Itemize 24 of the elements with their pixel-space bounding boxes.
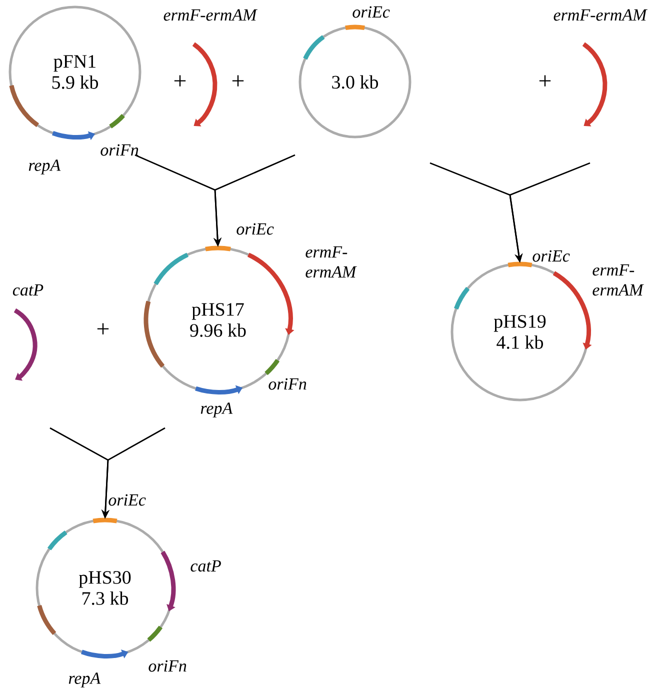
gene-label: repA (28, 160, 61, 174)
gene-label: oriFn (148, 660, 186, 672)
node-label: ermF-ermAM (164, 9, 258, 21)
gene-fragment: catP (12, 284, 44, 381)
plus-sign: + (232, 75, 244, 86)
node-label: ermF-ermAM (554, 9, 648, 21)
gene-label: oriFn (268, 378, 306, 390)
node-label: catP (12, 284, 44, 296)
plasmid-map: pHS19 4.1 kb (450, 262, 592, 402)
gene-label: repA (200, 402, 233, 418)
gene-fragment: ermF-ermAM (554, 9, 648, 126)
gene-label: oriFn (100, 144, 138, 156)
gene-label: oriEc (108, 494, 146, 506)
gene-label: catP (190, 560, 221, 572)
plasmid-map: pHS30 7.3 kb (36, 518, 176, 658)
gene-label: ermF- ermAM (592, 264, 644, 296)
plus-sign: + (174, 75, 186, 86)
gene-label: oriEc (352, 6, 390, 18)
gene-label: repA (68, 672, 101, 688)
plasmid-map: 3.0 kb (298, 24, 412, 138)
plus-sign: + (97, 323, 109, 334)
gene-label: oriEc (532, 250, 570, 262)
gene-label: oriEc (236, 223, 274, 235)
gene-label: ermF- ermAM (306, 246, 357, 278)
